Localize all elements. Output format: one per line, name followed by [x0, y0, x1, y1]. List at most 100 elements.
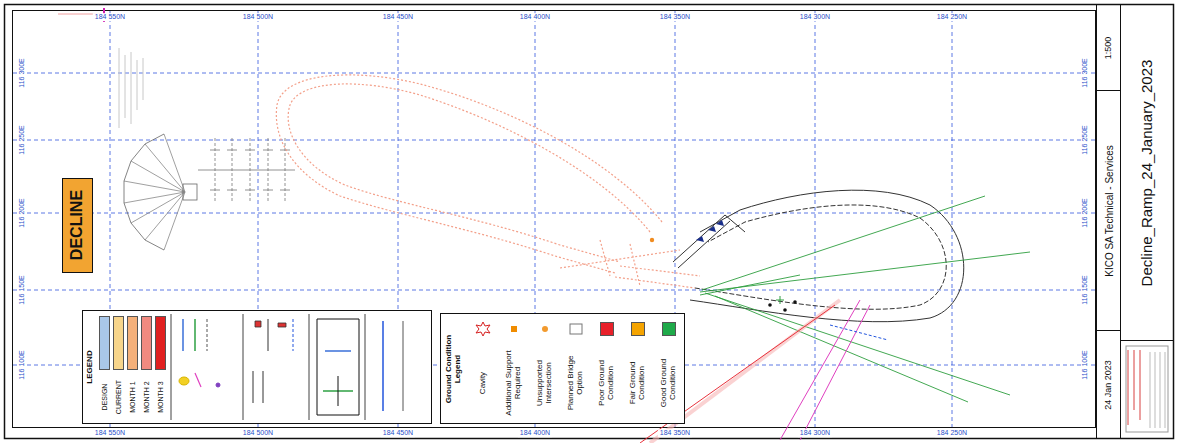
area-name: DECLINE — [68, 181, 86, 269]
survey-point — [768, 296, 797, 312]
legend-sample — [194, 319, 196, 351]
legend-item: Good Ground Condition — [655, 314, 683, 423]
grid-coordinate: 116 300E — [1081, 56, 1089, 89]
workings-marker — [650, 238, 654, 242]
grid-coordinate: 184 550N — [93, 429, 127, 437]
text-cell: DESIGN — [98, 373, 111, 421]
text-cell: Additional Support Required — [500, 344, 528, 421]
grid-coordinate: 116 100E — [18, 348, 26, 381]
legend-item: Cavity — [469, 314, 497, 423]
text-group: 1:500 — [1097, 6, 1120, 90]
grid-line — [13, 11, 1095, 427]
grid-coordinate: 184 450N — [381, 429, 415, 437]
text-group: Decline_Ramp_24_January_2023 — [1121, 6, 1173, 340]
text-cell: DECLINE — [63, 179, 91, 271]
frame — [13, 11, 1096, 428]
text-cell: MONTH 2 — [140, 373, 153, 421]
legend-swatch — [127, 316, 138, 370]
legend-label: DESIGN — [101, 375, 109, 419]
decline-ramp — [673, 190, 964, 322]
grid-coordinate: 116 100E — [1081, 348, 1089, 381]
text-cell: 116 200E — [1080, 187, 1090, 239]
old-workings — [276, 75, 662, 273]
legend-symbol — [506, 321, 522, 337]
legend-item: Planned Bridge Option — [562, 314, 590, 423]
drawing-title: Decline_Ramp_24_January_2023 — [1139, 8, 1156, 338]
survey-station — [696, 220, 724, 242]
grid-coordinate: 184 250N — [935, 13, 969, 21]
survey-point — [783, 308, 787, 312]
grid-coordinate: 116 250E — [1081, 123, 1089, 156]
grid-coordinate: 184 500N — [241, 429, 275, 437]
legend-label: Unsupported Intersection — [536, 346, 554, 419]
text-cell: Planned Bridge Option — [562, 344, 590, 421]
grid-coordinate: 184 300N — [798, 429, 832, 437]
company-cell: KICO SA Technical - Services — [1097, 91, 1120, 330]
text-cell: 116 250E — [1080, 114, 1090, 166]
legend-sample — [216, 383, 220, 387]
text-cell: 116 150E — [1080, 264, 1090, 316]
legend-swatch — [113, 316, 124, 370]
note-block — [119, 48, 143, 128]
legend-label: Poor Ground Condition — [598, 346, 616, 419]
legend-label: Fair Ground Condition — [629, 346, 647, 419]
grid-coordinate: 116 150E — [1081, 273, 1089, 306]
grid-coordinate: 116 200E — [18, 196, 26, 229]
stope-fan — [183, 184, 197, 200]
text-cell: Decline_Ramp_24_January_2023 — [1121, 6, 1173, 340]
access-line — [830, 325, 888, 340]
legend-sample — [293, 319, 294, 351]
text-cell: Ground Condition Legend — [443, 317, 465, 420]
text-cell: MONTH 3 — [154, 373, 167, 421]
node-text: LEGEND — [86, 315, 95, 419]
survey-point — [776, 296, 784, 304]
drive-section — [210, 150, 290, 190]
text-cell: LEGEND — [84, 313, 96, 421]
grid-coordinate: 184 550N — [93, 13, 127, 21]
decline-ramp — [673, 215, 745, 268]
legend-symbol — [568, 321, 584, 337]
old-workings — [276, 75, 700, 288]
workings-marker — [650, 238, 654, 242]
legend-sample — [182, 319, 184, 351]
title-block-logo — [1126, 346, 1168, 432]
grid-coordinate: 184 350N — [658, 429, 692, 437]
text-cell: Cavity — [469, 344, 497, 421]
legend-item: Fair Ground Condition — [624, 314, 652, 423]
legend-swatch — [99, 316, 110, 370]
ground-condition-legend: Ground Condition LegendCavityAdditional … — [440, 313, 685, 424]
legend-symbol — [475, 321, 491, 337]
grid-coordinate: 116 300E — [18, 56, 26, 89]
node-text: KICO SA Technical - Services — [1103, 93, 1114, 328]
legend-item: MONTH 2 — [140, 311, 153, 423]
text-group: KICO SA Technical - Services — [1097, 91, 1120, 330]
legend-sample — [325, 350, 351, 352]
legend-sample — [403, 321, 404, 411]
drill-hole — [700, 196, 1030, 402]
grid-coordinate: 116 250E — [18, 123, 26, 156]
survey-station — [696, 220, 724, 242]
legend-item: DESIGN — [98, 311, 111, 423]
text-cell: 24 Jan 2023 — [1097, 331, 1120, 438]
legend-swatch — [631, 322, 645, 336]
title-block-logo — [1150, 352, 1165, 428]
legend-sample — [179, 377, 189, 385]
legend-swatch — [141, 316, 152, 370]
text-cell: 116 300E — [1080, 47, 1090, 99]
legend-label: Good Ground Condition — [660, 346, 678, 419]
legend-sample — [338, 376, 339, 406]
legend-label: MONTH 2 — [143, 375, 151, 419]
text-cell: 116 200E — [17, 187, 27, 239]
legend-sample — [253, 319, 268, 403]
grid-coordinate: 184 350N — [658, 13, 692, 21]
text-cell: Unsupported Intersection — [531, 344, 559, 421]
access-line — [780, 300, 870, 440]
legend-swatch — [155, 316, 166, 370]
legend-item: CURRENT — [112, 311, 125, 423]
grid-coordinate: 184 450N — [381, 13, 415, 21]
drive-section — [198, 138, 295, 202]
frame — [5, 5, 1174, 439]
text-cell: MONTH 1 — [126, 373, 139, 421]
survey-point — [793, 300, 797, 304]
frame — [1097, 5, 1174, 439]
